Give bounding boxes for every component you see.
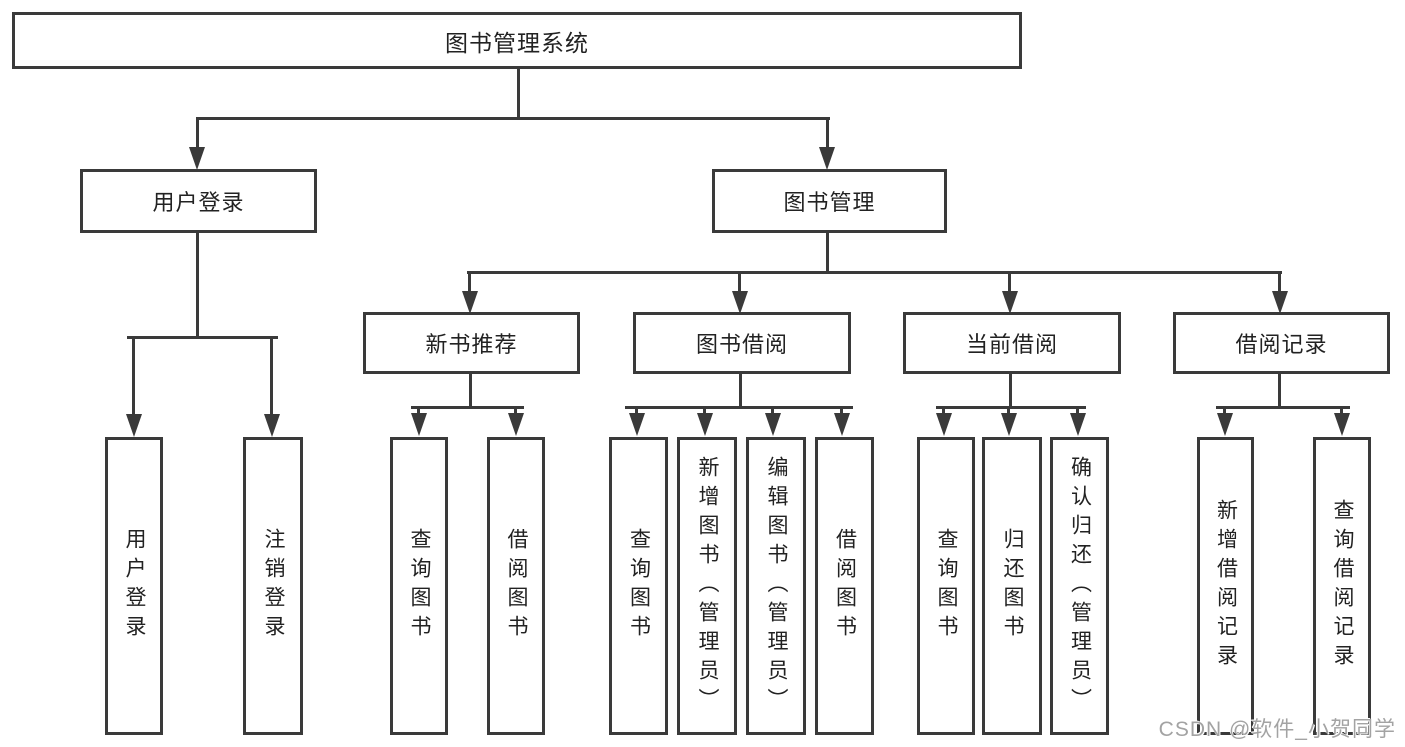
connector-line xyxy=(196,118,199,150)
leaf-confirm-return-admin: 确认归还（管理员） xyxy=(1050,437,1109,735)
connector-line xyxy=(132,338,135,416)
node-current-borrowing: 当前借阅 xyxy=(903,312,1121,374)
arrow-down-icon xyxy=(411,413,427,436)
node-book-borrowing: 图书借阅 xyxy=(633,312,851,374)
arrow-down-icon xyxy=(1001,413,1017,436)
arrow-down-icon xyxy=(1334,413,1350,436)
watermark: CSDN @软件_小贺同学 xyxy=(1158,718,1396,741)
leaf-edit-book-admin: 编辑图书（管理员） xyxy=(746,437,806,735)
arrow-down-icon xyxy=(834,413,850,436)
connector-line xyxy=(635,407,638,415)
connector-line xyxy=(771,407,774,415)
leaf-query-books-borrowing: 查询图书 xyxy=(609,437,668,735)
arrow-down-icon xyxy=(697,413,713,436)
connector-line xyxy=(942,407,945,415)
leaf-query-borrow-record: 查询借阅记录 xyxy=(1313,437,1371,735)
connector-line xyxy=(826,118,829,150)
connector-line xyxy=(703,407,706,415)
leaf-query-books-recommend: 查询图书 xyxy=(390,437,448,735)
connector-line xyxy=(1223,407,1226,415)
arrow-down-icon xyxy=(462,291,478,314)
node-new-book-recommend: 新书推荐 xyxy=(363,312,580,374)
arrow-down-icon xyxy=(1002,291,1018,314)
connector-line xyxy=(826,232,829,274)
connector-line xyxy=(739,373,742,409)
node-borrowing-records: 借阅记录 xyxy=(1173,312,1390,374)
connector-line xyxy=(1216,406,1350,409)
connector-line xyxy=(517,69,520,120)
leaf-add-book-admin: 新增图书（管理员） xyxy=(677,437,737,735)
arrow-down-icon xyxy=(732,291,748,314)
connector-line xyxy=(1076,407,1079,415)
connector-line xyxy=(411,406,524,409)
leaf-borrow-books-borrowing: 借阅图书 xyxy=(815,437,874,735)
leaf-borrow-books-recommend: 借阅图书 xyxy=(487,437,545,735)
arrow-down-icon xyxy=(264,414,280,437)
arrow-down-icon xyxy=(189,147,205,170)
leaf-logout-login: 注销登录 xyxy=(243,437,303,735)
connector-line xyxy=(1007,407,1010,415)
connector-line xyxy=(1278,373,1281,409)
connector-line xyxy=(514,407,517,415)
arrow-down-icon xyxy=(629,413,645,436)
node-library-system: 图书管理系统 xyxy=(12,12,1022,69)
connector-line xyxy=(196,117,830,120)
leaf-query-books-current: 查询图书 xyxy=(917,437,975,735)
arrow-down-icon xyxy=(936,413,952,436)
connector-line xyxy=(196,232,199,339)
connector-line xyxy=(468,272,471,293)
connector-line xyxy=(1278,272,1281,293)
connector-line xyxy=(625,406,853,409)
connector-line xyxy=(936,406,1086,409)
arrow-down-icon xyxy=(1070,413,1086,436)
arrow-down-icon xyxy=(126,414,142,437)
connector-line xyxy=(127,336,278,339)
connector-line xyxy=(738,272,741,293)
node-user-login: 用户登录 xyxy=(80,169,317,233)
connector-line xyxy=(417,407,420,415)
connector-line xyxy=(467,271,1282,274)
arrow-down-icon xyxy=(819,147,835,170)
node-book-management: 图书管理 xyxy=(712,169,947,233)
arrow-down-icon xyxy=(1272,291,1288,314)
arrow-down-icon xyxy=(765,413,781,436)
connector-line xyxy=(1340,407,1343,415)
leaf-user-login: 用户登录 xyxy=(105,437,163,735)
connector-line xyxy=(1008,272,1011,293)
leaf-return-books: 归还图书 xyxy=(982,437,1042,735)
connector-line xyxy=(270,338,273,416)
leaf-add-borrow-record: 新增借阅记录 xyxy=(1197,437,1254,735)
connector-line xyxy=(469,373,472,409)
arrow-down-icon xyxy=(1217,413,1233,436)
arrow-down-icon xyxy=(508,413,524,436)
connector-line xyxy=(1009,373,1012,409)
connector-line xyxy=(840,407,843,415)
